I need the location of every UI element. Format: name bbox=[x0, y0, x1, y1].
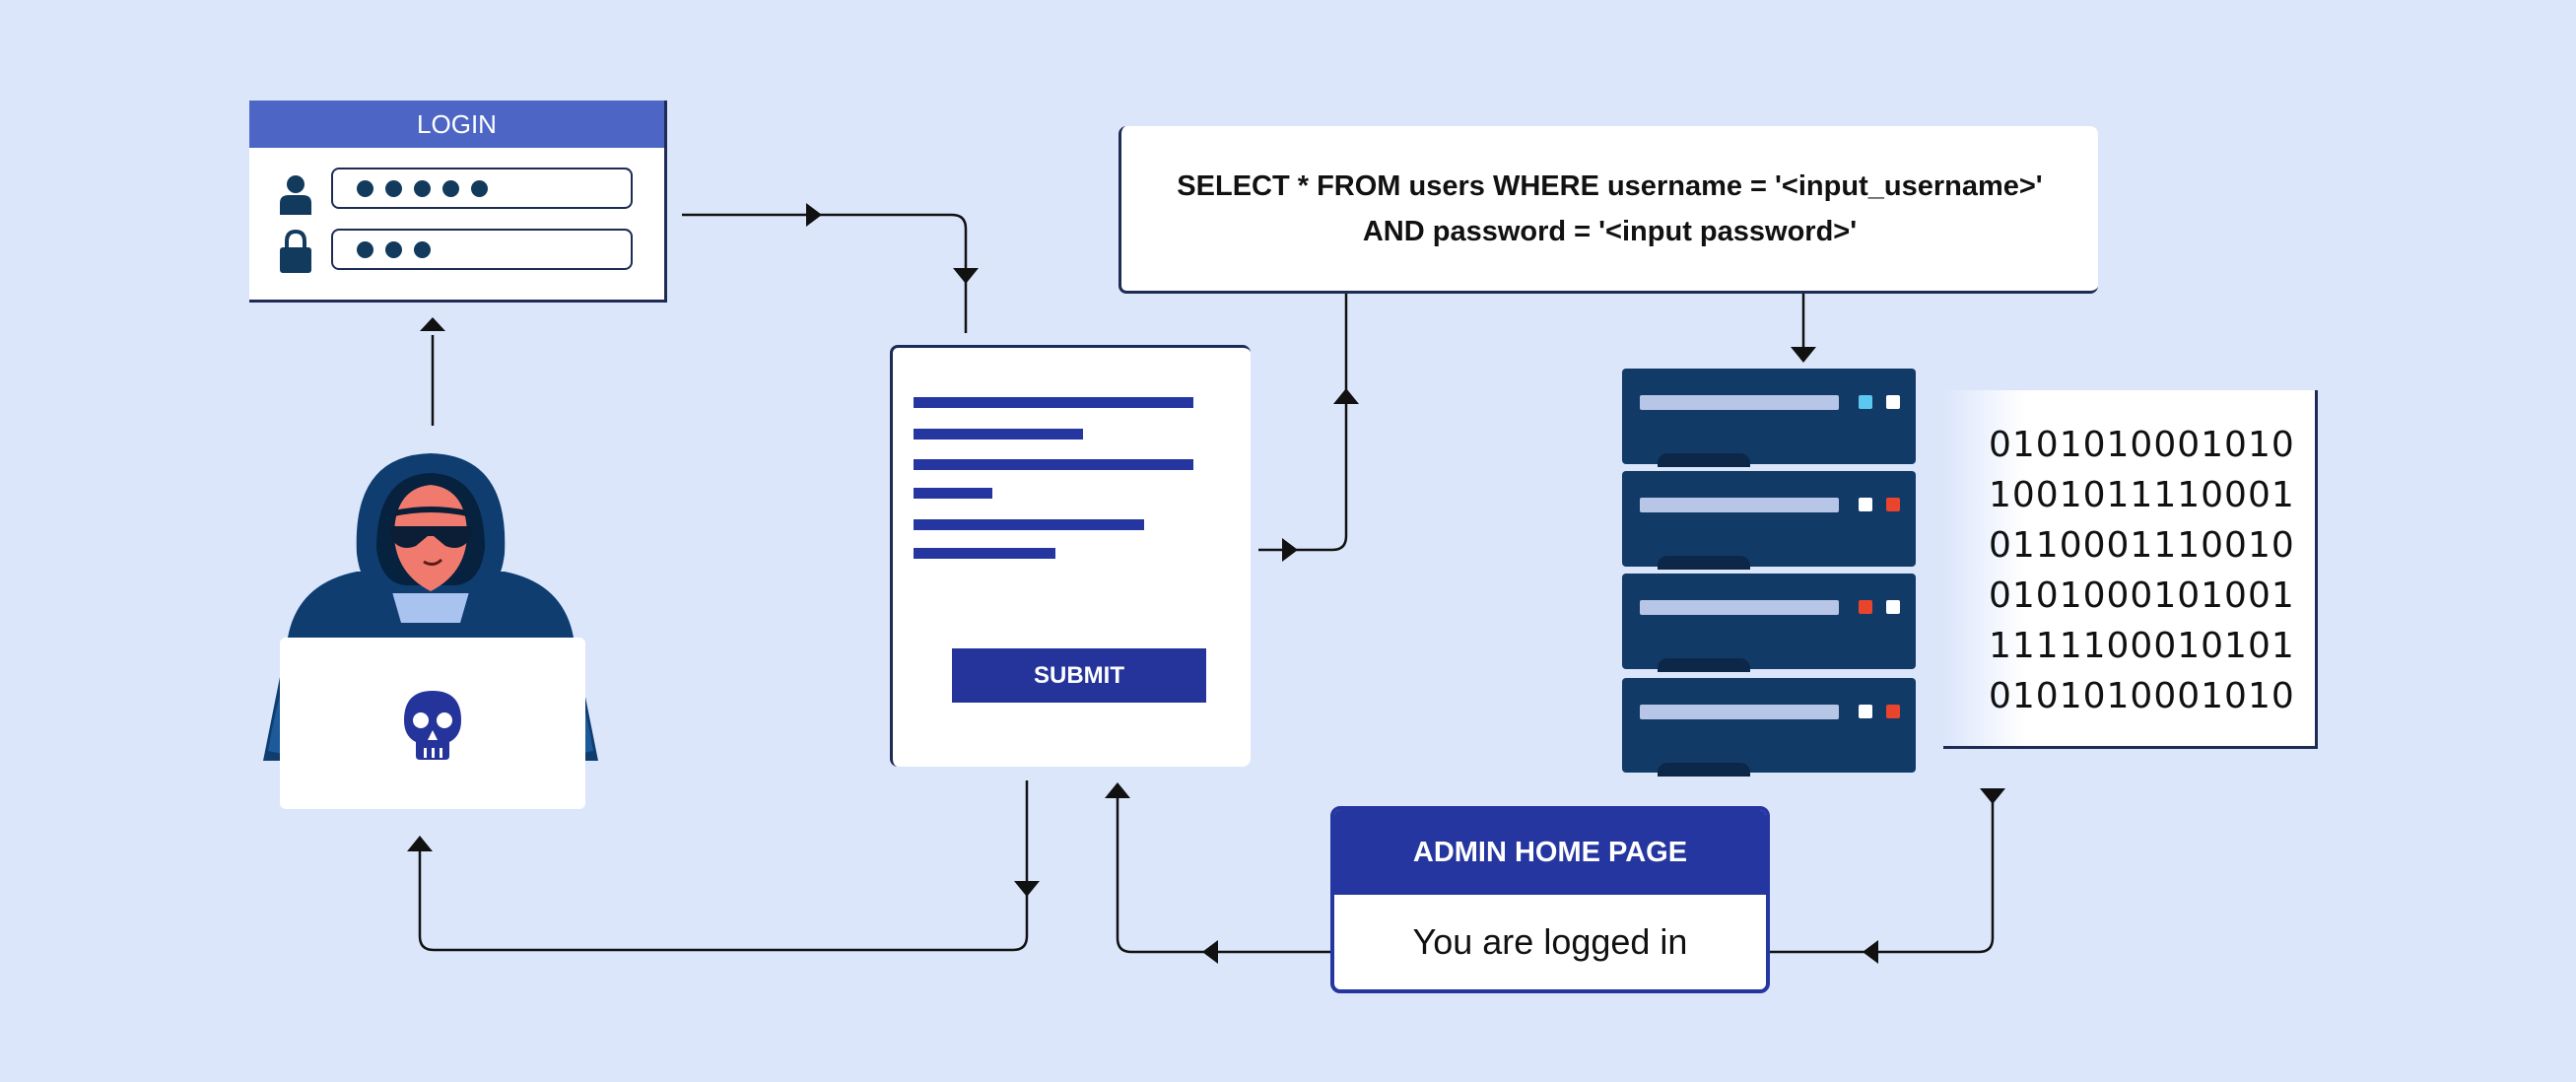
status-light bbox=[1886, 705, 1900, 718]
sql-query-line-2: AND password = '<input password>' bbox=[1362, 215, 1858, 247]
arrow-login-to-form bbox=[682, 213, 968, 333]
laptop bbox=[280, 638, 585, 809]
binary-row: 1001011110001 bbox=[1989, 475, 2295, 515]
status-light bbox=[1886, 600, 1900, 614]
binary-row: 0101010001010 bbox=[1989, 676, 2295, 716]
username-field[interactable] bbox=[331, 168, 633, 209]
login-title: LOGIN bbox=[249, 101, 664, 148]
server-unit bbox=[1622, 471, 1916, 570]
login-form-card: LOGIN bbox=[249, 101, 667, 303]
server-unit bbox=[1622, 574, 1916, 672]
text-line bbox=[914, 548, 1055, 559]
status-light bbox=[1886, 498, 1900, 511]
admin-title: ADMIN HOME PAGE bbox=[1334, 810, 1766, 895]
binary-data-panel: 0101010001010 1001011110001 011000111001… bbox=[1943, 390, 2318, 749]
binary-row: 0110001110010 bbox=[1989, 525, 2295, 566]
status-light bbox=[1859, 395, 1872, 409]
status-light bbox=[1859, 600, 1872, 614]
arrow-binary-to-admin bbox=[1770, 788, 1995, 954]
server-unit bbox=[1622, 678, 1916, 777]
submit-button[interactable]: SUBMIT bbox=[952, 648, 1206, 703]
text-line bbox=[914, 519, 1144, 530]
arrow-form-to-sql bbox=[1258, 294, 1348, 552]
web-form-document: SUBMIT bbox=[890, 345, 1251, 767]
text-line bbox=[914, 429, 1083, 440]
text-line bbox=[914, 459, 1193, 470]
arrow-form-to-hacker bbox=[418, 780, 1029, 952]
status-light bbox=[1859, 498, 1872, 511]
binary-row: 0101010001010 bbox=[1989, 425, 2295, 465]
skull-icon bbox=[404, 691, 461, 760]
binary-row: 1111100010101 bbox=[1989, 626, 2295, 666]
lock-icon bbox=[280, 229, 311, 273]
status-light bbox=[1859, 705, 1872, 718]
sql-query-line-1: SELECT * FROM users WHERE username = '<i… bbox=[1177, 169, 2043, 202]
binary-row: 0101000101001 bbox=[1989, 575, 2295, 616]
password-field[interactable] bbox=[331, 229, 633, 270]
admin-home-page-card: ADMIN HOME PAGE You are logged in bbox=[1330, 806, 1770, 993]
server-unit bbox=[1622, 369, 1916, 467]
text-line bbox=[914, 397, 1193, 408]
arrow-admin-to-form bbox=[1116, 784, 1330, 954]
user-icon bbox=[280, 175, 311, 215]
status-light bbox=[1886, 395, 1900, 409]
login-success-message: You are logged in bbox=[1412, 921, 1688, 962]
sql-query-box: SELECT * FROM users WHERE username = '<i… bbox=[1119, 126, 2098, 294]
text-line bbox=[914, 488, 992, 499]
